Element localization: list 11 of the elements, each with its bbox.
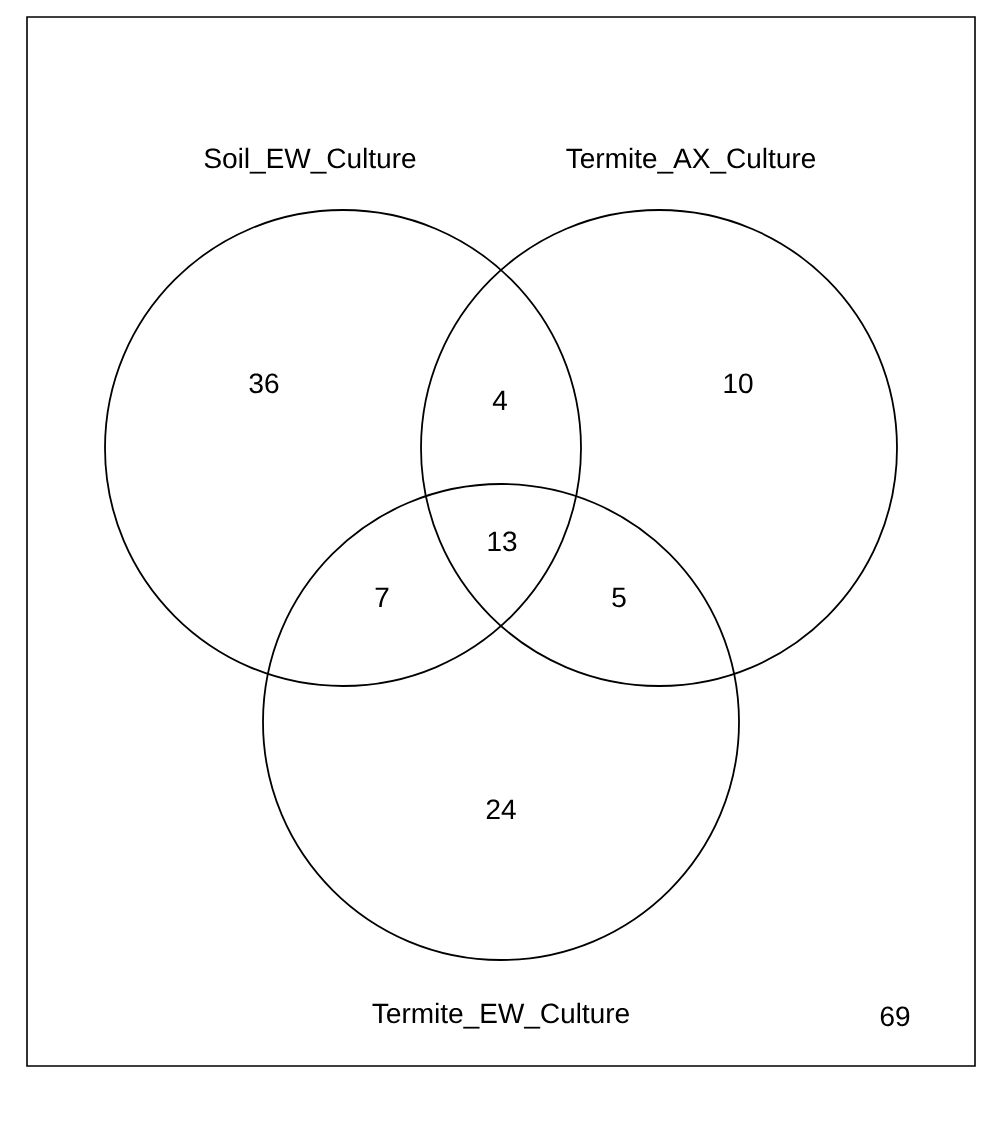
count-label: 7 [375,587,389,607]
count-label: 4 [492,390,507,410]
set-label: Termite_AX_Culture [566,147,815,174]
count-label: 5 [612,587,626,608]
count-label: 69 [880,1006,910,1027]
count-label: 36 [249,373,279,394]
count-label: 13 [488,531,517,552]
set-label: Soil_EW_Culture [204,147,416,174]
set-label: Termite_EW_Culture [372,1002,629,1029]
count-label: 24 [486,799,516,819]
count-label: 10 [724,373,753,394]
